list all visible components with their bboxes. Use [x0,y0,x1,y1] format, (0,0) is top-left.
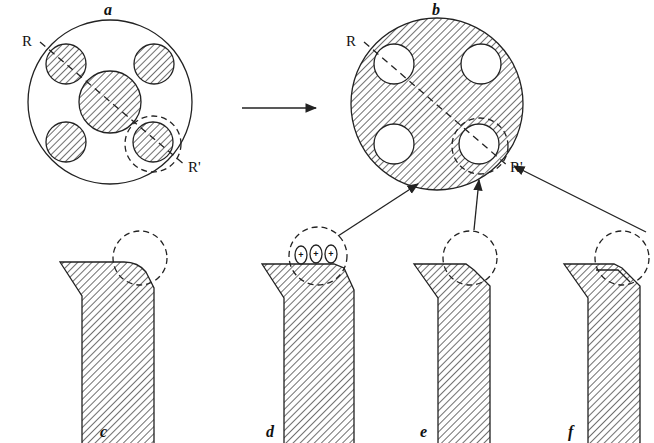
leader-arrow [474,180,479,230]
section-end: R [22,34,32,49]
center-island [79,71,141,133]
hole [459,124,499,164]
detail-circle [113,231,167,285]
section-end: R' [188,160,201,175]
panel-letter: c [100,424,107,440]
detail-circle [443,231,497,285]
detail-circle [452,118,508,174]
island [46,122,86,162]
island [134,44,174,84]
etched-disc [351,18,523,190]
ion [310,245,322,263]
section-profile [564,264,640,443]
panel-letter: a [104,2,112,18]
leader-arrow [338,184,418,236]
detail-circle [125,116,181,172]
section-line [364,42,508,166]
section-end: R [346,34,356,49]
hole [374,124,414,164]
island [133,122,173,162]
island [46,44,86,84]
disc-outline [28,20,192,184]
detail-circle [595,231,649,285]
process-arrow [242,107,316,108]
charge-sign: + [328,250,333,259]
section-profile [262,264,354,443]
leader-arrow [514,166,646,232]
section-profile [60,262,154,443]
ion [295,246,307,264]
ion [325,245,337,263]
charge-sign: + [298,251,303,260]
section-profile [414,264,490,443]
panel-letter: d [266,424,274,440]
panel-letter: b [432,2,440,18]
section-line [40,42,186,166]
panel-letter: e [420,424,427,440]
hole [461,44,501,84]
section-end: R' [510,160,523,175]
panel-letter: f [568,424,573,440]
charge-sign: + [313,250,318,259]
hole [374,44,414,84]
